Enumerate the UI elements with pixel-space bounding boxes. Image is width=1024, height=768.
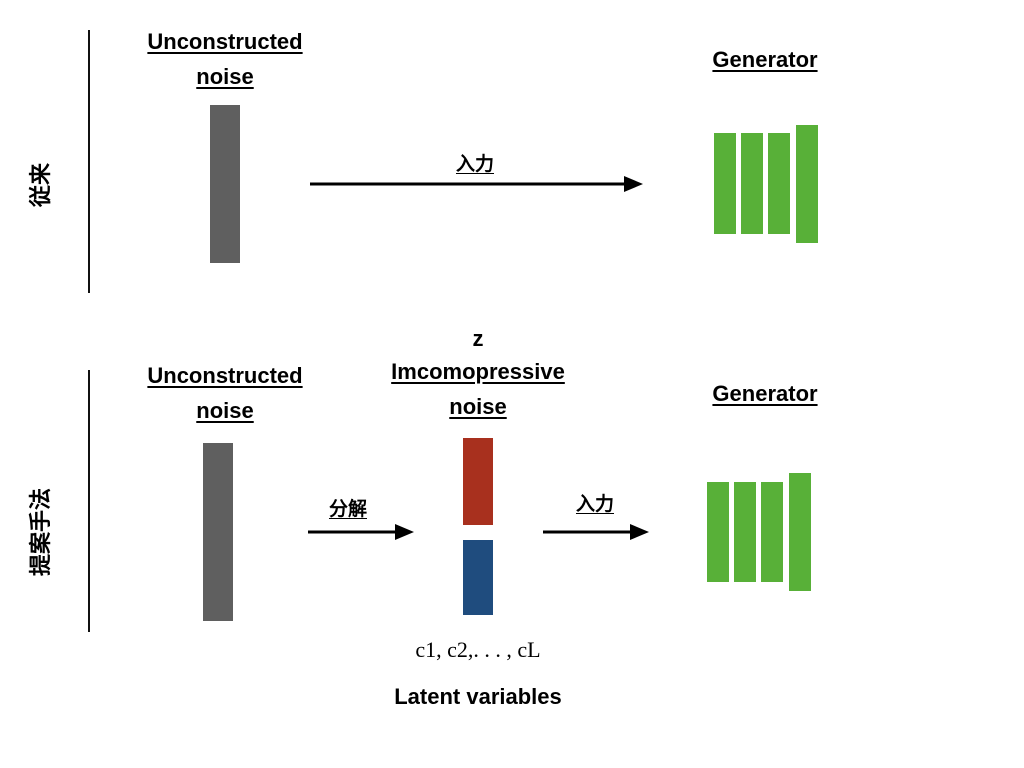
z-block [463, 438, 493, 525]
top-noise-label-line1: Unconstructed [147, 29, 303, 54]
bottom-generator-layer [761, 482, 783, 582]
latent-codes-label: c1, c2,. . . , cL [415, 637, 541, 662]
bottom-noise-bar [203, 443, 233, 621]
top-generator-layer [714, 133, 736, 234]
bottom-generator-layer [789, 473, 811, 591]
top-noise-label: Unconstructed noise [115, 24, 335, 94]
decompose-arrow-label: 分解 [328, 498, 367, 520]
incompressible-noise-label-line2: noise [449, 394, 507, 419]
incompressible-noise-label-line1: Imcomopressive [391, 359, 565, 384]
top-noise-bar [210, 105, 240, 263]
latent-variables-label: Latent variables [394, 684, 562, 709]
top-side-label: 従来 [29, 163, 54, 208]
bottom-divider-line [88, 370, 90, 632]
top-input-arrow-label: 入力 [455, 153, 494, 175]
top-generator-layer [796, 125, 818, 243]
top-divider-line [88, 30, 90, 293]
bottom-noise-label-line2: noise [196, 398, 254, 423]
top-generator-layer [741, 133, 763, 234]
incompressible-noise-label: Imcomopressive noise [358, 354, 598, 424]
bottom-noise-label-line1: Unconstructed [147, 363, 303, 388]
top-generator-layer [768, 133, 790, 234]
top-noise-label-line2: noise [196, 64, 254, 89]
decompose-arrow [308, 524, 414, 540]
bottom-input-arrow-label: 入力 [575, 493, 614, 515]
top-generator-label: Generator [712, 47, 818, 72]
bottom-side-label: 提案手法 [29, 488, 54, 577]
bottom-generator-label: Generator [712, 381, 818, 406]
bottom-generator-layer [707, 482, 729, 582]
top-input-arrow [310, 176, 643, 192]
bottom-generator-layer [734, 482, 756, 582]
latent-code-block [463, 540, 493, 615]
bottom-input-arrow [543, 524, 649, 540]
bottom-noise-label: Unconstructed noise [115, 358, 335, 428]
z-label: z [472, 326, 484, 351]
